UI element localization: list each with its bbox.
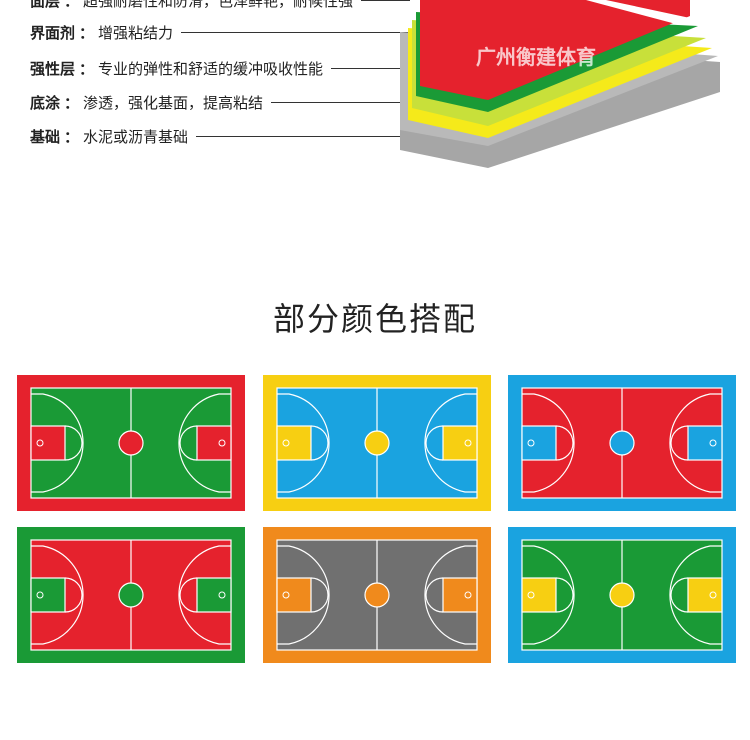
layer-separator: ：: [64, 0, 80, 10]
left-three-point-arc: [31, 545, 84, 645]
left-key-arc: [64, 425, 83, 461]
court-color-scheme: [263, 527, 491, 663]
left-hoop: [282, 439, 290, 447]
layer-description: 水泥或沥青基础: [83, 127, 189, 146]
right-key-arc: [670, 577, 689, 613]
layer-row: 界面剂：增强粘结力: [30, 20, 425, 44]
layer-row: 基础：水泥或沥青基础: [30, 124, 476, 148]
right-three-point-arc: [669, 393, 722, 493]
layer-separator: ：: [64, 93, 80, 112]
left-three-point-arc: [277, 545, 330, 645]
layer-description: 渗透，强化基面，提高粘结: [83, 93, 264, 112]
left-key: [30, 425, 66, 461]
right-key-arc: [670, 425, 689, 461]
right-key: [687, 425, 723, 461]
right-key: [196, 425, 232, 461]
left-key: [521, 577, 557, 613]
watermark-text: 广州衡建体育: [476, 45, 596, 69]
layer-separator: ：: [79, 59, 95, 78]
leader-line: [196, 135, 476, 137]
left-hoop: [282, 591, 290, 599]
right-three-point-arc: [669, 545, 722, 645]
right-hoop: [709, 591, 717, 599]
left-hoop: [527, 591, 535, 599]
layer-description: 增强粘结力: [98, 23, 174, 42]
layer-row: 底涂：渗透，强化基面，提高粘结: [30, 90, 460, 114]
leader-line: [361, 0, 410, 1]
court-color-scheme: [17, 527, 245, 663]
court-color-scheme: [263, 375, 491, 511]
left-hoop: [36, 591, 44, 599]
layer-name: 底涂: [30, 93, 61, 112]
leader-line: [181, 31, 425, 33]
layer-separator: ：: [64, 127, 80, 146]
left-hoop: [527, 439, 535, 447]
layer-structure-section: 面层：超强耐磨性和防滑，色泽鲜艳，耐候性强界面剂：增强粘结力强性层：专业的弹性和…: [0, 0, 750, 180]
right-hoop: [464, 439, 472, 447]
layer-name: 面层: [30, 0, 61, 10]
center-circle: [118, 430, 144, 456]
surface-stripe: [586, 0, 690, 24]
layer-row: 强性层：专业的弹性和舒适的缓冲吸收性能: [30, 56, 445, 80]
center-circle: [364, 430, 390, 456]
right-hoop: [464, 591, 472, 599]
left-key: [521, 425, 557, 461]
left-key-arc: [310, 425, 329, 461]
right-key: [442, 425, 478, 461]
left-key: [276, 425, 312, 461]
section-title: 部分颜色搭配: [272, 300, 477, 338]
right-three-point-arc: [424, 545, 477, 645]
layer-separator: ：: [79, 23, 95, 42]
court-color-scheme: [508, 527, 736, 663]
left-key-arc: [555, 425, 574, 461]
right-key: [196, 577, 232, 613]
left-key: [30, 577, 66, 613]
right-key-arc: [425, 425, 444, 461]
court-color-scheme: [17, 375, 245, 511]
right-key-arc: [179, 577, 198, 613]
center-circle: [364, 582, 390, 608]
right-hoop: [218, 439, 226, 447]
left-three-point-arc: [522, 545, 575, 645]
layer-name: 强性层: [30, 59, 76, 78]
center-circle: [609, 582, 635, 608]
right-key-arc: [179, 425, 198, 461]
left-key-arc: [310, 577, 329, 613]
right-key-arc: [425, 577, 444, 613]
left-key-arc: [555, 577, 574, 613]
left-three-point-arc: [277, 393, 330, 493]
layer-name: 基础: [30, 127, 61, 146]
leader-line: [271, 101, 460, 103]
left-hoop: [36, 439, 44, 447]
center-circle: [118, 582, 144, 608]
right-key: [687, 577, 723, 613]
right-three-point-arc: [424, 393, 477, 493]
layer-description: 专业的弹性和舒适的缓冲吸收性能: [98, 59, 324, 78]
layer-name: 界面剂: [30, 23, 76, 42]
right-key: [442, 577, 478, 613]
layer-row: 面层：超强耐磨性和防滑，色泽鲜艳，耐候性强: [30, 0, 410, 12]
layer-surface: [420, 0, 690, 100]
left-three-point-arc: [31, 393, 84, 493]
layer-description: 超强耐磨性和防滑，色泽鲜艳，耐候性强: [83, 0, 354, 10]
leader-line: [331, 67, 445, 69]
left-key: [276, 577, 312, 613]
right-three-point-arc: [178, 545, 231, 645]
left-three-point-arc: [522, 393, 575, 493]
right-three-point-arc: [178, 393, 231, 493]
center-circle: [609, 430, 635, 456]
right-hoop: [218, 591, 226, 599]
left-key-arc: [64, 577, 83, 613]
layer-diagram: 广州衡建体育: [400, 0, 720, 168]
right-hoop: [709, 439, 717, 447]
court-color-scheme: [508, 375, 736, 511]
